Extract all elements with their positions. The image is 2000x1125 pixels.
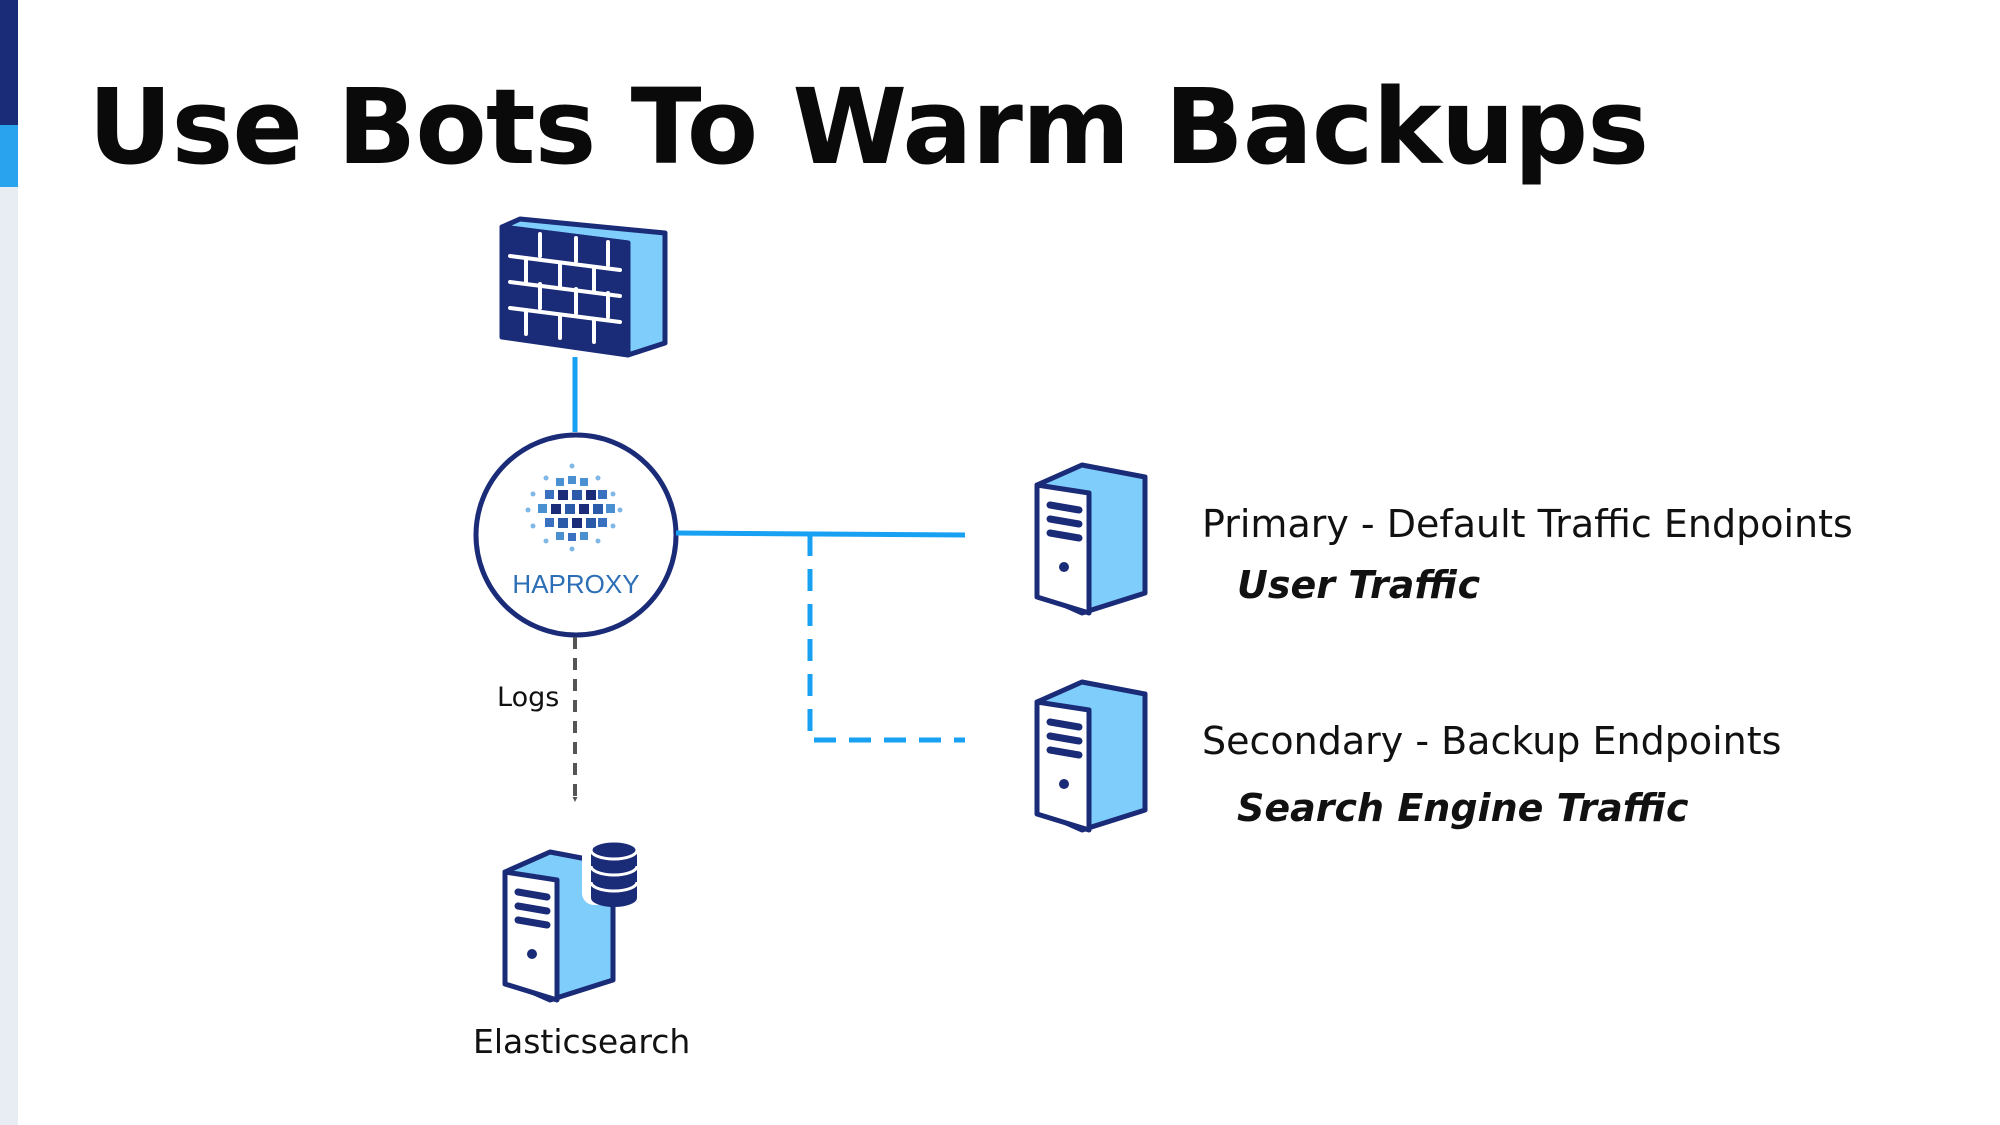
accent-bar-dark [0, 0, 18, 125]
primary-server-icon [1037, 465, 1145, 613]
secondary-traffic-label: Search Engine Traffic [1237, 786, 1689, 830]
haproxy-node: HAPROXY [473, 432, 679, 638]
slide-title: Use Bots To Warm Backups [88, 66, 1649, 188]
firewall-icon [499, 216, 668, 358]
arrow-to-secondary [807, 534, 965, 743]
logs-label: Logs [497, 682, 560, 713]
accent-bar-rest [0, 187, 18, 1125]
secondary-endpoint-label: Secondary - Backup Endpoints [1202, 719, 1782, 763]
secondary-server-icon [1037, 682, 1145, 830]
haproxy-logo-text: HAPROXY [512, 569, 639, 599]
database-icon [582, 835, 652, 907]
primary-traffic-label: User Traffic [1237, 563, 1481, 607]
arrow-to-primary [675, 530, 966, 538]
accent-bar-light [0, 125, 18, 187]
primary-endpoint-label: Primary - Default Traffic Endpoints [1202, 502, 1853, 546]
haproxy-logo-dots [525, 463, 623, 552]
elasticsearch-label: Elasticsearch [473, 1022, 691, 1061]
